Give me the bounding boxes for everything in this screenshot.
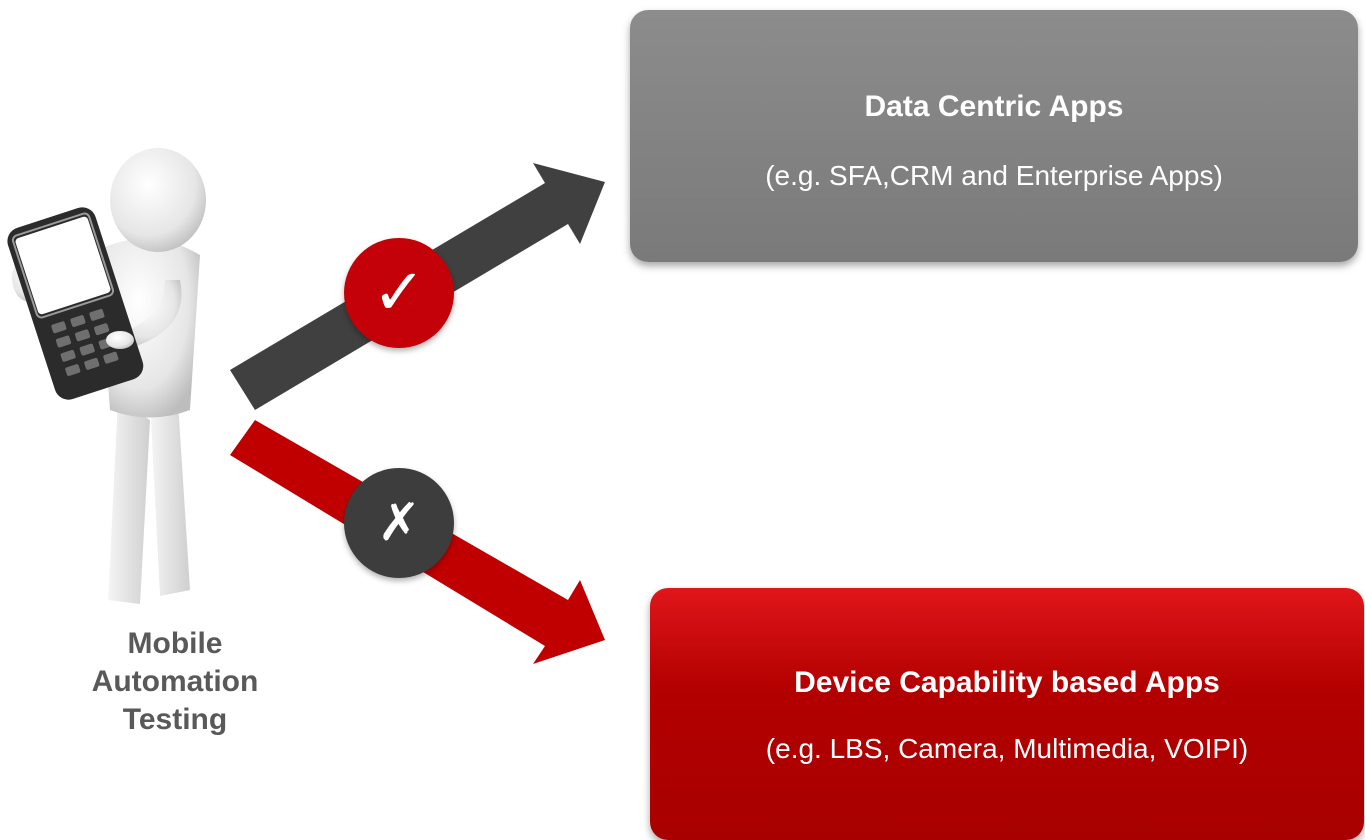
data-centric-apps-box: Data Centric Apps (e.g. SFA,CRM and Ente… [630, 10, 1358, 262]
data-centric-apps-subtitle: (e.g. SFA,CRM and Enterprise Apps) [765, 160, 1223, 191]
device-capability-apps-subtitle: (e.g. LBS, Camera, Multimedia, VOIPI) [765, 733, 1249, 764]
figure-caption: Mobile Automation Testing [60, 625, 290, 739]
device-capability-apps-box: Device Capability based Apps (e.g. LBS, … [650, 588, 1364, 840]
cross-icon: ✗ [344, 468, 454, 578]
device-capability-apps-title: Device Capability based Apps [794, 666, 1220, 699]
check-icon: ✓ [344, 238, 454, 348]
caption-line-1: Mobile [127, 627, 223, 660]
person-with-phone-icon [7, 148, 206, 604]
caption-line-3: Testing [122, 703, 228, 736]
data-centric-apps-title: Data Centric Apps [864, 90, 1124, 123]
caption-line-2: Automation [91, 665, 259, 698]
